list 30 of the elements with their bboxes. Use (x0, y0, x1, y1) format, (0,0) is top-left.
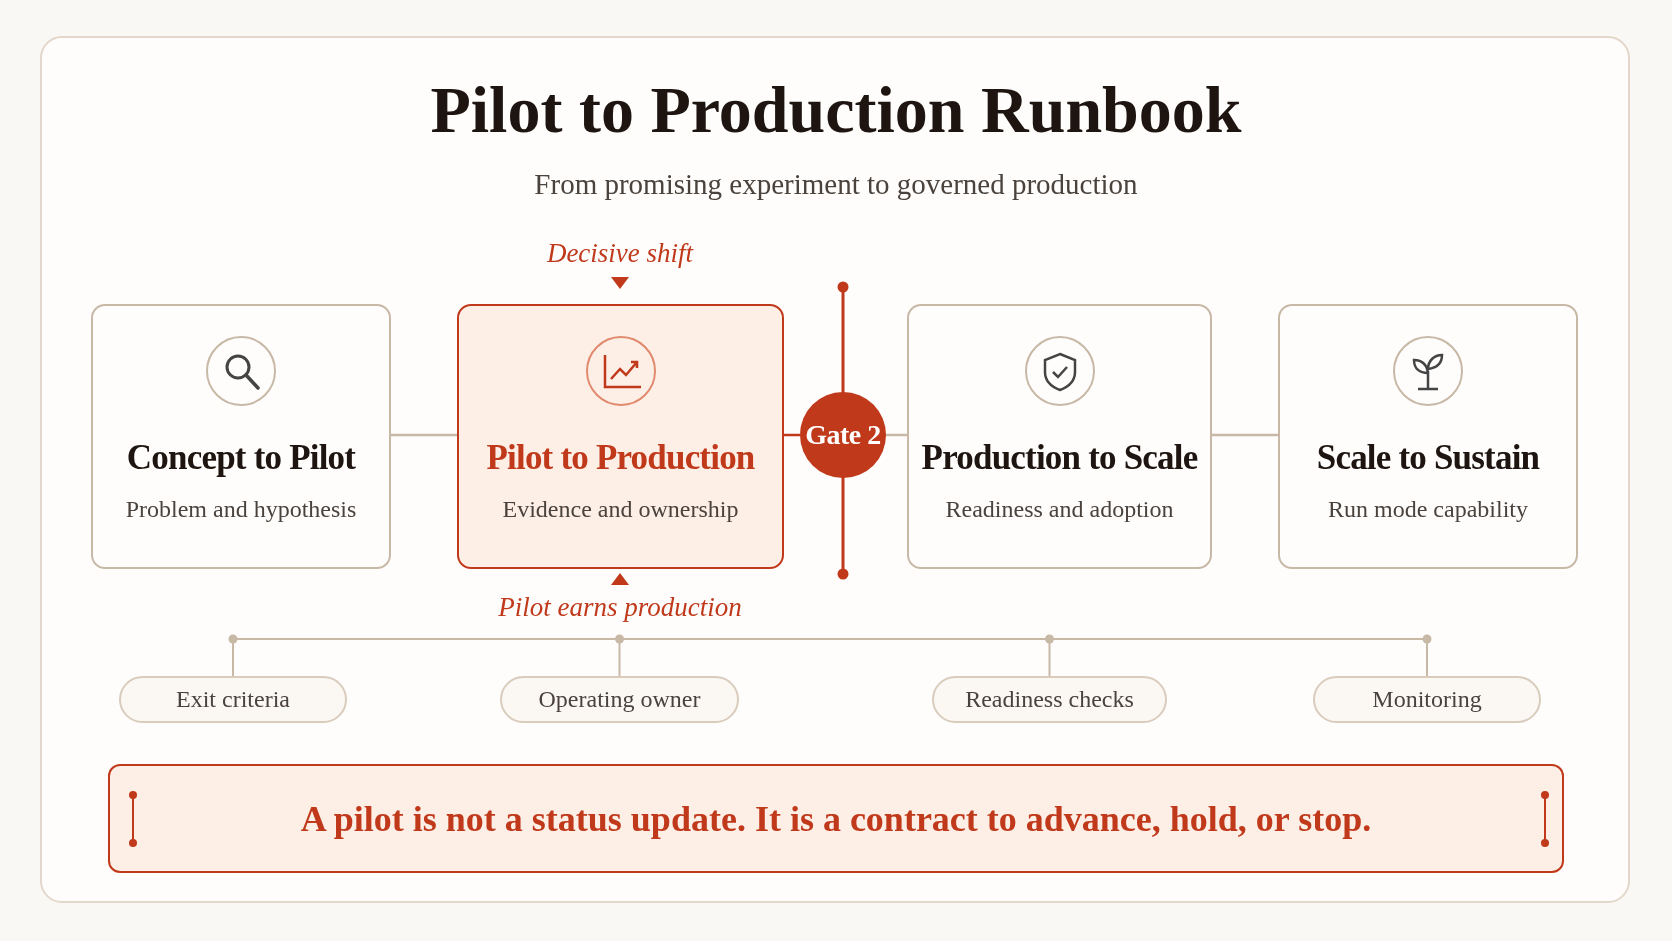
stage-subtitle: Readiness and adoption (945, 496, 1174, 523)
stage-subtitle: Run mode capability (1328, 496, 1528, 523)
tag-label: Operating owner (538, 686, 701, 713)
subtitle: From promising experiment to governed production (533, 168, 1139, 201)
stage-title: Scale to Sustain (1316, 438, 1540, 478)
stage-title: Production to Scale (921, 438, 1198, 478)
pill-tag (500, 676, 739, 723)
connector-line (1212, 433, 1278, 437)
callout-text: A pilot is not a status update. It is a contract to advance, hold, or stop. (300, 797, 1372, 840)
stage-title: Pilot to Production (486, 438, 755, 478)
title: Pilot to Production Runbook (429, 72, 1243, 148)
annotation-label: Pilot earns production (497, 592, 743, 623)
connector-line (886, 433, 907, 437)
stage-subtitle: Problem and hypothesis (125, 496, 357, 523)
stage-title: Concept to Pilot (126, 438, 356, 478)
stage-card (1278, 304, 1578, 569)
pill-tag (119, 676, 347, 723)
callout-banner (108, 764, 1564, 873)
stage-subtitle: Evidence and ownership (502, 496, 739, 523)
tag-label: Readiness checks (965, 686, 1134, 713)
stage-card (91, 304, 391, 569)
pill-tag (932, 676, 1167, 723)
pill-tag (1313, 676, 1541, 723)
tag-label: Monitoring (1372, 686, 1482, 713)
highlighted-stage-card (457, 304, 784, 569)
stage-card (907, 304, 1212, 569)
tag-label: Exit criteria (176, 686, 290, 713)
annotation-label: Decisive shift (545, 238, 695, 269)
gate-label: Gate 2 (805, 419, 881, 451)
connector-line (391, 433, 457, 437)
